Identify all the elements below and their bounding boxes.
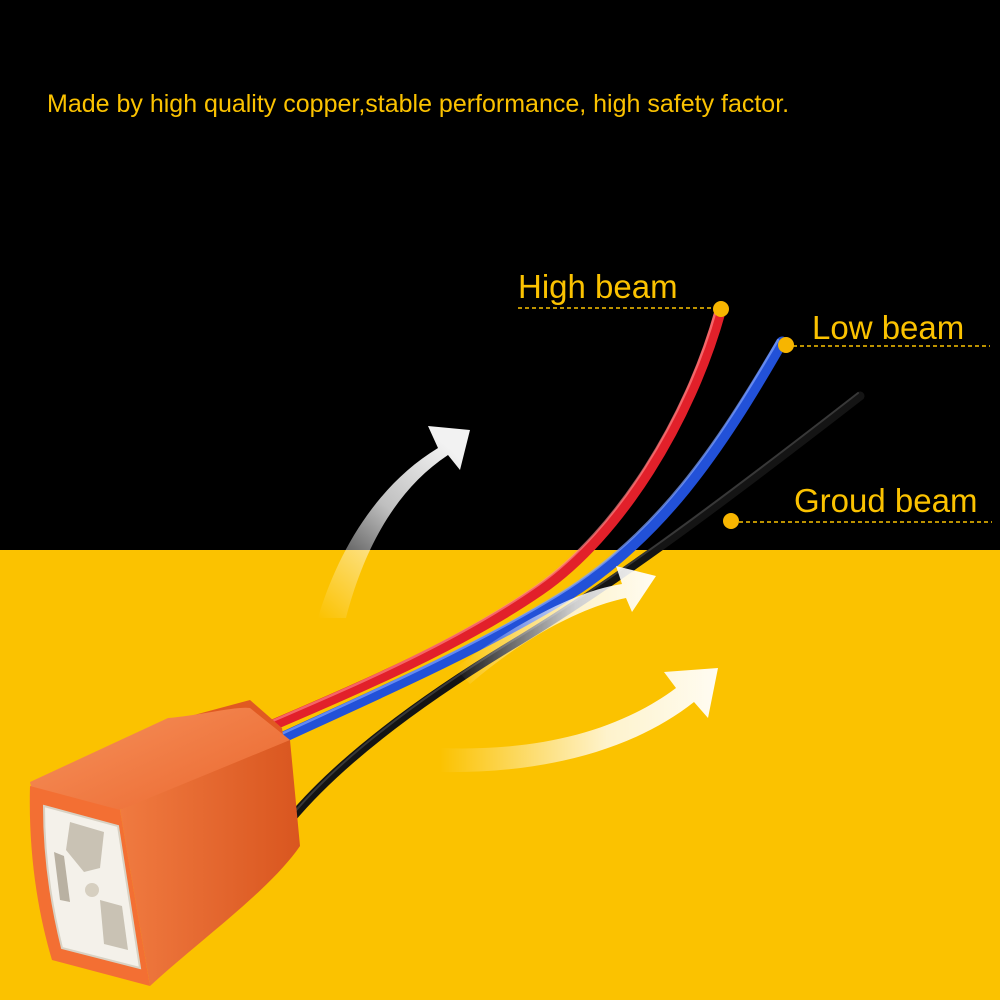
- headline: Made by high quality copper,stable perfo…: [47, 90, 790, 118]
- red-wire: [246, 306, 726, 740]
- ground-beam-label: Groud beam: [794, 482, 978, 519]
- blue-wire-highlight: [260, 338, 780, 745]
- blue-wire: [254, 336, 788, 754]
- ground-beam-pointer: [723, 513, 992, 529]
- curved-arrow-icon: [455, 566, 656, 684]
- black-background: [0, 0, 1000, 550]
- h4-connector: [29, 700, 300, 986]
- red-wire-highlight: [252, 308, 718, 731]
- curved-arrow-icon: [318, 426, 470, 618]
- high-beam-label: High beam: [518, 268, 678, 305]
- curved-arrow-icon: [440, 668, 718, 773]
- low-beam-label: Low beam: [812, 309, 965, 346]
- high-beam-pointer: [518, 301, 729, 317]
- low-beam-pointer: [778, 337, 990, 353]
